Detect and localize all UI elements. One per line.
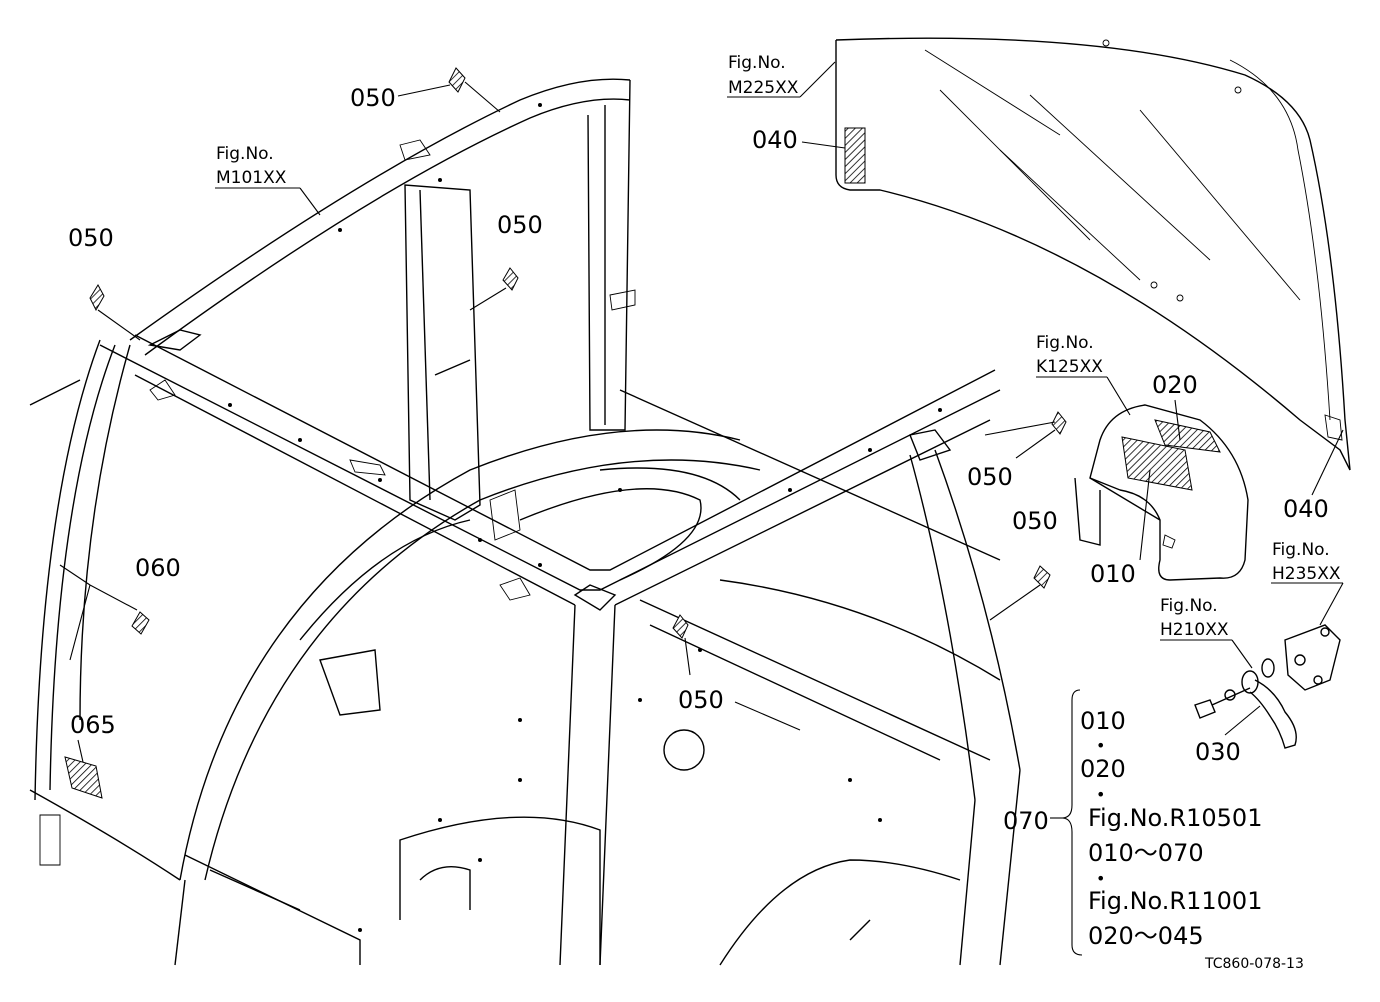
label-050: 050	[68, 224, 114, 252]
label-020: 020	[1152, 371, 1198, 399]
kit-item: 010	[1080, 707, 1126, 735]
figref-k125-line1: Fig.No.	[1036, 333, 1094, 353]
decal-stickers	[64, 67, 1067, 799]
leader-lines	[59, 61, 1344, 956]
figref-h210-line2: H210XX	[1160, 620, 1229, 640]
kit-separator: •	[1096, 736, 1105, 755]
label-010: 010	[1090, 560, 1136, 588]
part-labels: 050 050 050 050 050 050 040 040 020 010 …	[68, 84, 1329, 835]
figref-m101-line2: M101XX	[216, 168, 287, 188]
label-040: 040	[1283, 495, 1329, 523]
sticker-050a	[448, 67, 466, 93]
label-050: 050	[350, 84, 396, 112]
sticker-050d	[1051, 411, 1067, 435]
sticker-050e	[1033, 565, 1051, 589]
label-050: 050	[967, 463, 1013, 491]
drawing-code: TC860-078-13	[1204, 956, 1304, 972]
kit-item: 020～045	[1088, 922, 1204, 950]
sticker-060	[131, 611, 150, 635]
sticker-050b	[89, 284, 105, 312]
label-070: 070	[1003, 807, 1049, 835]
kit-item: 020	[1080, 755, 1126, 783]
cabin-frame	[29, 78, 1021, 966]
sticker-050c	[502, 267, 519, 291]
label-050: 050	[497, 211, 543, 239]
rear-glass-panel	[835, 37, 1351, 471]
hose-fitting-assembly	[1194, 624, 1341, 749]
label-050: 050	[1012, 507, 1058, 535]
sticker-065	[64, 756, 103, 799]
sticker-040a	[844, 127, 866, 184]
kit-separator: •	[1096, 785, 1105, 804]
figref-m101-line1: Fig.No.	[216, 144, 274, 164]
figref-k125-line2: K125XX	[1036, 357, 1103, 377]
label-060: 060	[135, 554, 181, 582]
figref-h210-line1: Fig.No.	[1160, 596, 1218, 616]
kit-item: 010～070	[1088, 839, 1204, 867]
kit-separator: •	[1096, 869, 1105, 888]
kit-composition-list: 010 • 020 • Fig.No.R10501 010～070 • Fig.…	[1080, 707, 1262, 950]
figref-m225-line1: Fig.No.	[728, 53, 786, 73]
kit-item: Fig.No.R10501	[1088, 804, 1262, 832]
label-040: 040	[752, 126, 798, 154]
figref-h235-line1: Fig.No.	[1272, 540, 1330, 560]
kit-item: Fig.No.R11001	[1088, 887, 1262, 915]
figure-references: Fig.No. M101XX Fig.No. M225XX Fig.No. K1…	[216, 53, 1341, 640]
figref-m225-line2: M225XX	[728, 78, 799, 98]
rear-cover-housing	[1074, 404, 1249, 581]
sticker-050f	[672, 614, 689, 639]
figref-h235-line2: H235XX	[1272, 564, 1341, 584]
label-030: 030	[1195, 738, 1241, 766]
label-050: 050	[678, 686, 724, 714]
label-065: 065	[70, 711, 116, 739]
